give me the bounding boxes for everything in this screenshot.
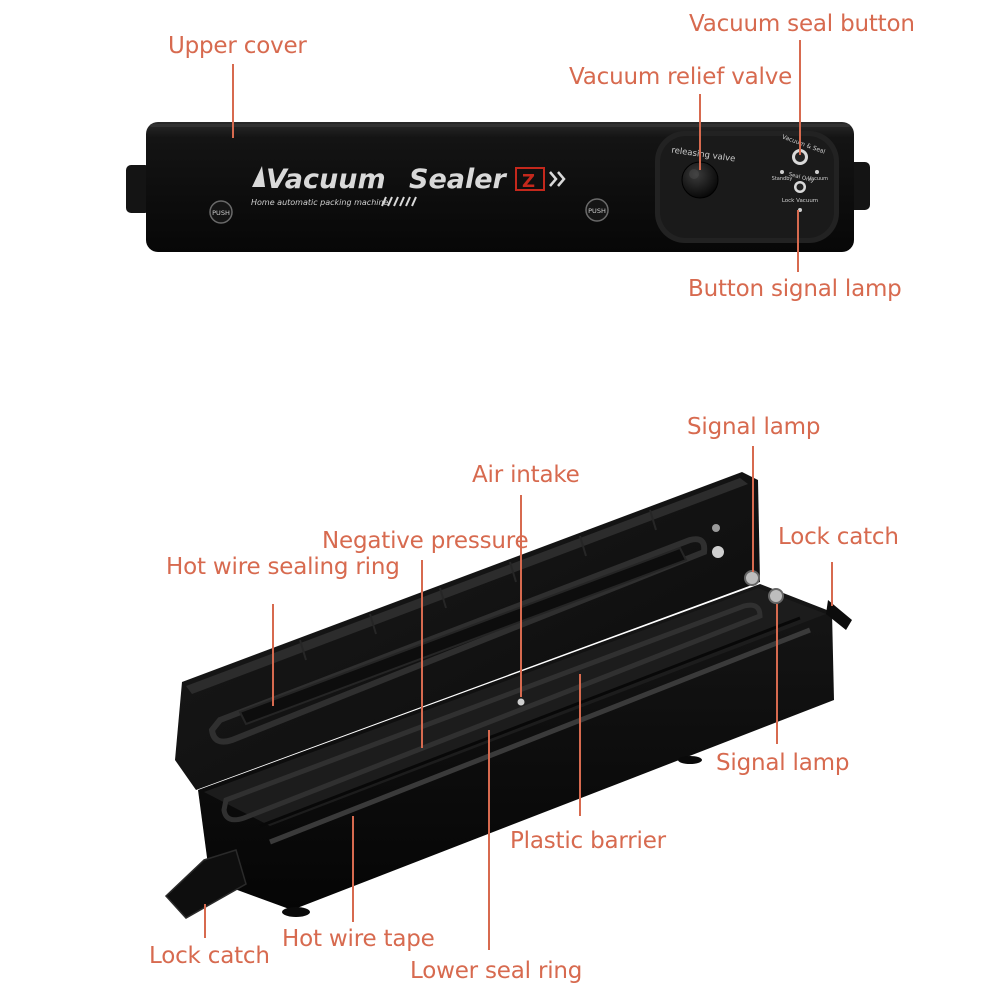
chevron-right-icon-2 — [557, 171, 566, 187]
label-air-intake: Air intake — [472, 462, 580, 488]
label-vacuum-relief-valve: Vacuum relief valve — [569, 64, 793, 90]
leader-signal-lamp-top — [752, 446, 754, 572]
foot-right — [678, 756, 702, 764]
label-signal-lamp-top: Signal lamp — [687, 414, 821, 440]
leader-air-intake — [520, 495, 522, 697]
leader-lower-seal-ring — [488, 730, 490, 950]
brand-badge-text: Z — [522, 171, 535, 192]
leader-button-signal-lamp — [797, 210, 799, 272]
push-label-right: PUSH — [588, 207, 606, 215]
lock-catch-right-shape — [826, 600, 852, 630]
hot-wire-tape — [269, 627, 811, 845]
air-intake-hole — [517, 698, 525, 706]
hot-wire-sealing-ring — [208, 536, 708, 745]
label-plastic-barrier: Plastic barrier — [510, 828, 666, 854]
leader-hot-wire-sealing-ring — [272, 604, 274, 706]
label-button-signal-lamp: Button signal lamp — [688, 276, 902, 302]
signal-lamp-lower — [768, 588, 784, 604]
label-lower-seal-ring: Lower seal ring — [410, 958, 583, 984]
lid-hole-1 — [712, 524, 720, 532]
label-upper-cover: Upper cover — [168, 33, 307, 59]
foot-left — [282, 907, 310, 917]
lower-seal-ring — [221, 602, 763, 823]
leader-vacuum-relief-valve — [699, 94, 701, 170]
signal-lamp-upper — [744, 570, 760, 586]
label-vacuum-seal-button: Vacuum seal button — [689, 11, 915, 37]
label-hot-wire-sealing-ring: Hot wire sealing ring — [166, 554, 400, 580]
leader-upper-cover — [232, 64, 234, 138]
closed-sealer-illustration: Vacuum Sealer Z Home automatic packing m… — [126, 122, 870, 252]
lock-catch-left-shape — [164, 849, 247, 919]
leader-plastic-barrier — [579, 674, 581, 816]
brand-name-text: Sealer — [409, 164, 508, 195]
brand-tagline: Home automatic packing machine — [251, 198, 389, 207]
label-signal-lamp-bottom: Signal lamp — [716, 750, 850, 776]
label-negative-pressure: Negative pressure — [322, 528, 529, 554]
lock-vacuum-dot — [798, 208, 802, 212]
chevron-right-icon — [549, 171, 558, 187]
lid-ribs — [299, 509, 657, 661]
panel-label-stop: Standby — [772, 176, 793, 182]
label-hot-wire-tape: Hot wire tape — [282, 926, 435, 952]
brand-prefix-text: Vacuum — [266, 164, 386, 195]
label-lock-catch-right: Lock catch — [778, 524, 899, 550]
brand-badge-box — [515, 167, 545, 191]
push-button-left[interactable] — [209, 200, 233, 224]
brand-triangle-icon — [252, 166, 265, 187]
leader-vacuum-seal-button — [799, 40, 801, 155]
push-button-right[interactable] — [585, 198, 609, 222]
brand-hatch-marks — [381, 196, 417, 207]
status-dot-left — [780, 170, 784, 174]
negative-pressure-channel — [238, 546, 688, 726]
leader-negative-pressure — [421, 560, 423, 748]
lid-hole-2 — [712, 546, 724, 558]
open-sealer-illustration — [164, 472, 852, 919]
leader-hot-wire-tape — [352, 816, 354, 922]
panel-label-vacuum: Vacuum — [808, 176, 828, 182]
leader-lock-catch-left — [204, 904, 206, 938]
status-dot-right — [815, 170, 819, 174]
panel-label-bottom: Lock Vacuum — [782, 198, 818, 204]
left-lock-clip — [126, 165, 150, 213]
push-label-left: PUSH — [212, 209, 230, 217]
leader-lock-catch-right — [831, 562, 833, 606]
leader-signal-lamp-bottom — [776, 604, 778, 744]
label-lock-catch-left: Lock catch — [149, 943, 270, 969]
